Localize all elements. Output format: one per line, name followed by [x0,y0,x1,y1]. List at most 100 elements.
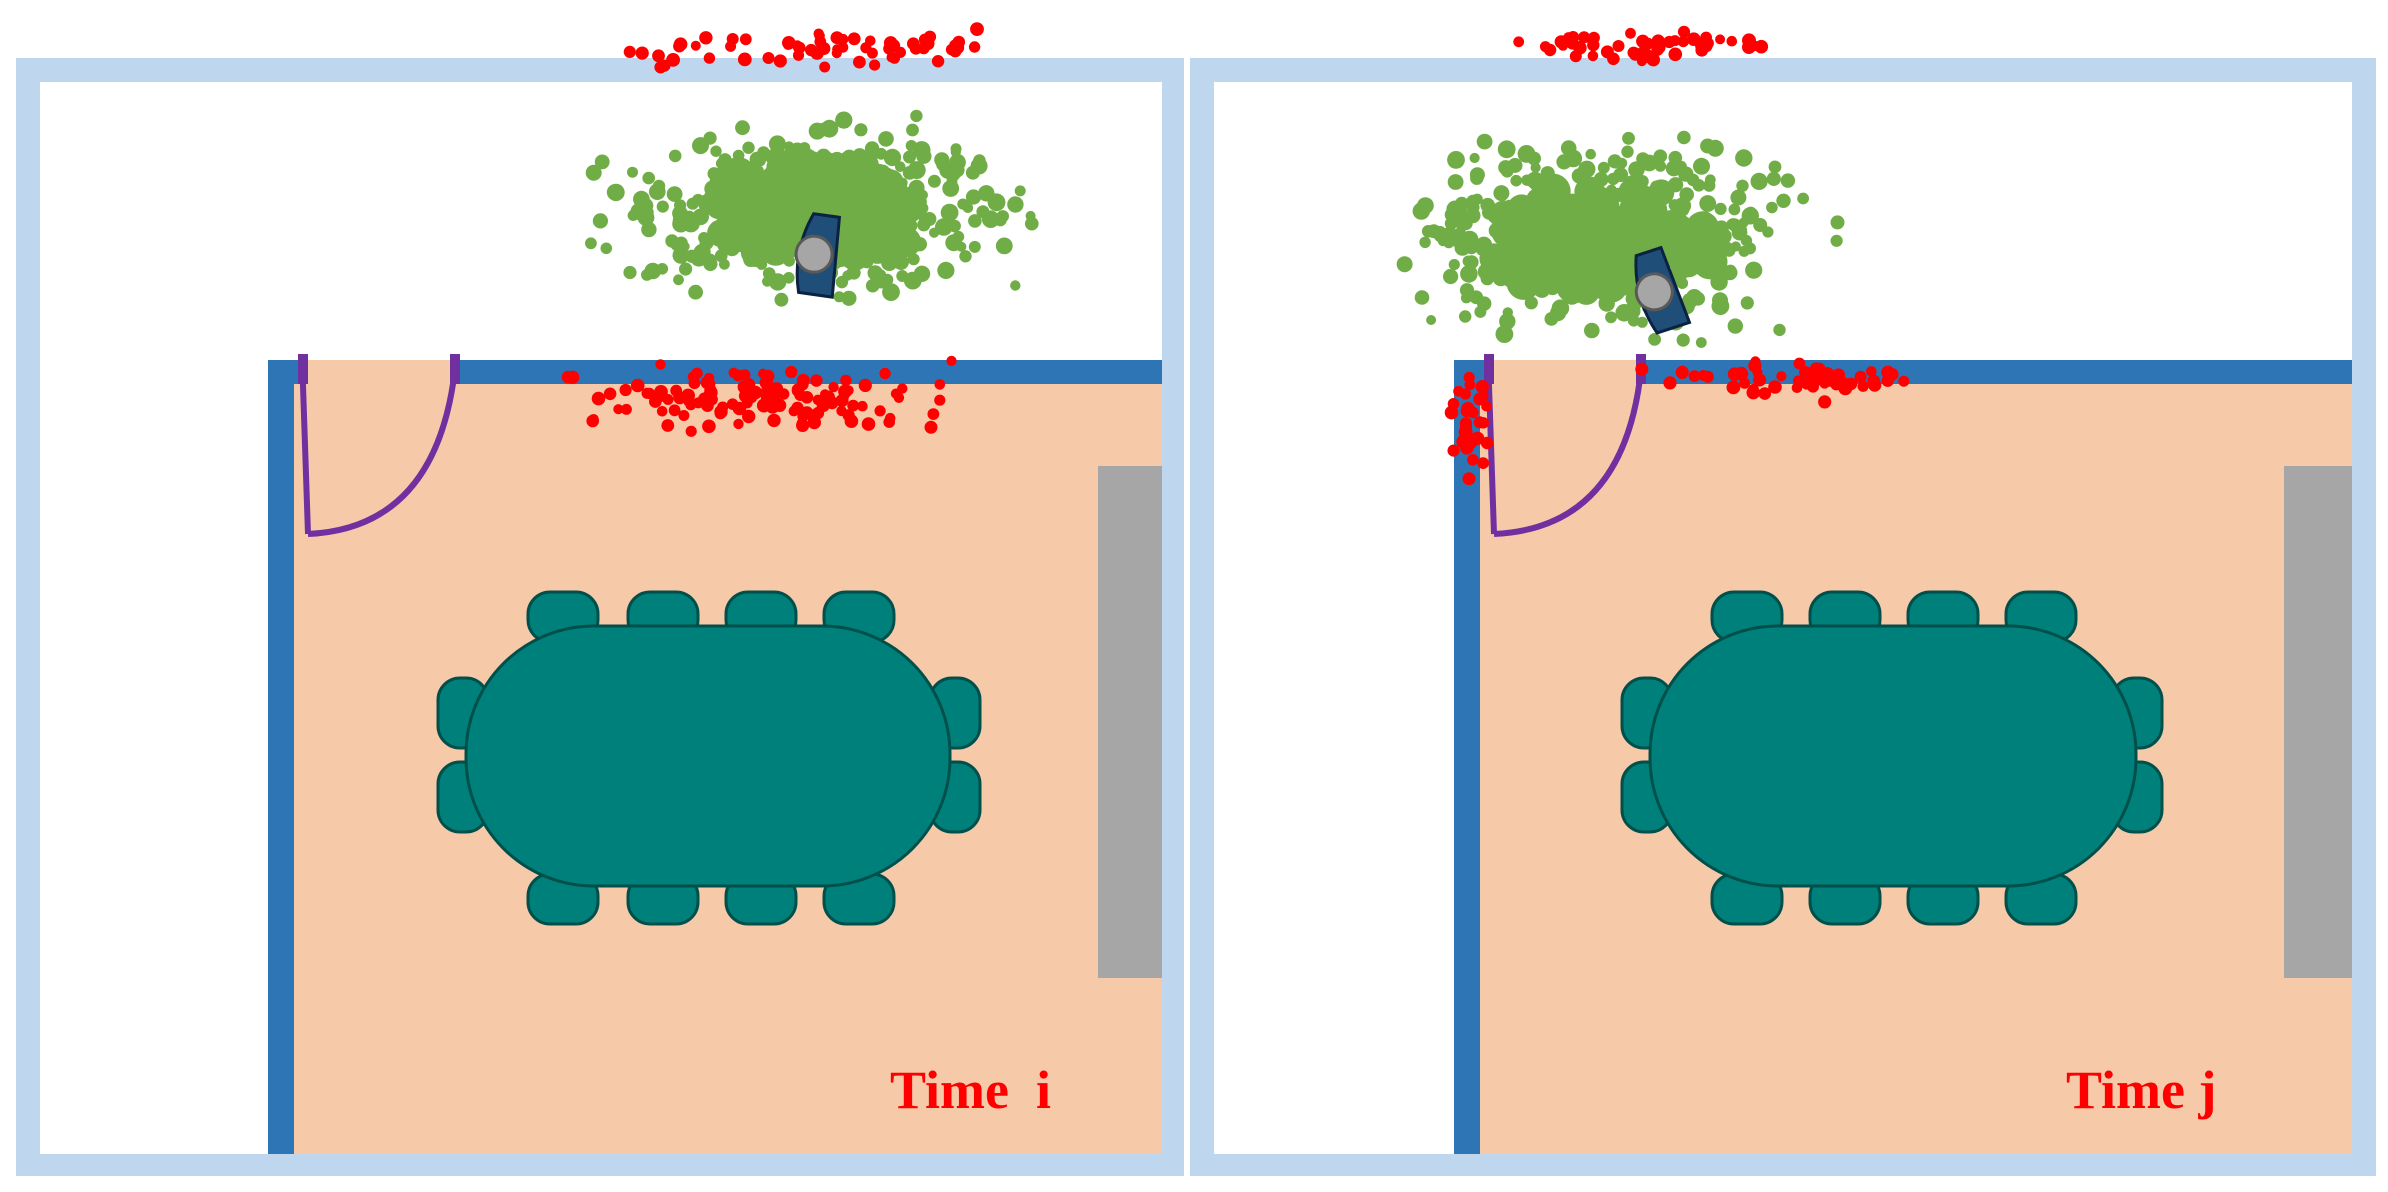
particle [956,241,967,252]
particle [1618,188,1629,199]
particle [1473,416,1486,429]
particle [1724,264,1737,278]
particle [883,148,902,167]
particle [1685,211,1720,245]
particle [1866,366,1877,377]
particle [1558,40,1568,51]
particle [1766,171,1781,186]
particle [996,210,1009,223]
particle [769,273,787,291]
particle [1587,50,1599,62]
particle [707,219,735,247]
particle [1793,357,1806,370]
particle [1768,380,1782,394]
particle [829,199,845,215]
particle [673,274,684,286]
particle [743,252,758,267]
particle [1668,150,1683,165]
particle [1010,280,1021,291]
particle [638,198,654,213]
particle [658,59,671,72]
particle [1475,380,1489,394]
particle [1444,405,1459,420]
conference-table-icon [464,624,952,888]
particle [1517,145,1536,163]
particle [1744,242,1756,255]
particle [613,404,624,415]
particle [1476,133,1493,150]
particle [927,174,941,188]
particle [649,183,666,200]
particle [1426,315,1437,325]
particle [841,149,857,165]
particle [1838,381,1853,396]
particle [699,31,713,45]
particle [1568,248,1581,261]
particle [858,378,872,392]
particle [1007,196,1024,213]
particle [1627,46,1640,59]
particle [641,387,653,399]
conference-group [436,590,982,926]
particle [1636,175,1649,188]
particle [787,156,803,171]
particle [814,30,825,42]
particle [1701,40,1713,52]
particle [1598,188,1611,201]
particle [1867,374,1881,388]
particle [1534,173,1571,210]
particle [863,156,879,172]
particle [1742,33,1756,48]
panel-time-label: Time i [890,1060,1051,1120]
particle [797,411,809,422]
particle [1799,366,1812,379]
particle [1419,236,1431,248]
particle [910,109,923,123]
particle [666,186,683,203]
particle [968,214,982,228]
particle [692,137,709,155]
particle [854,123,868,137]
particle [782,39,794,50]
particle [764,149,780,164]
particle [842,164,857,179]
particle [652,49,665,63]
particle [674,199,687,212]
particle [931,55,945,68]
particle [796,418,810,432]
particle [882,283,900,301]
particle [656,406,668,417]
particle [895,161,906,172]
particle [1713,237,1727,252]
particle [586,414,599,428]
particle [592,213,609,229]
particle [1444,217,1458,230]
particle [692,208,709,226]
particle [1575,217,1605,248]
particle [791,385,803,397]
particle [1447,174,1464,190]
particle [894,46,907,59]
particle [691,193,705,207]
particle [1563,196,1578,211]
particle [890,388,902,399]
particle [1693,157,1710,175]
particle [1510,174,1522,187]
particle [678,410,690,421]
particle [1646,53,1661,67]
particle [946,355,957,366]
particle [1766,201,1778,214]
particle [1544,247,1577,281]
particle [627,166,638,178]
particle [623,45,636,59]
particle [1736,179,1749,192]
particle [1599,199,1610,211]
particle [1651,40,1666,55]
particle [1623,175,1640,193]
particle [1830,234,1843,247]
particle [733,418,744,430]
particle [739,33,752,46]
particle [1797,192,1809,205]
particle [1474,305,1487,318]
particle [1493,185,1510,202]
